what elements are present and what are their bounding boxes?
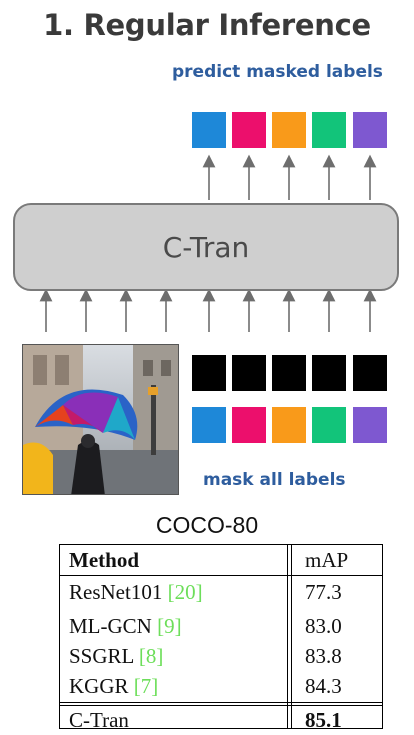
- c-tran-model-box: C-Tran: [13, 203, 399, 291]
- diagram-title: 1. Regular Inference: [43, 8, 371, 42]
- method-name: ResNet101: [69, 580, 163, 604]
- predict-masked-labels-text: predict masked labels: [172, 62, 383, 82]
- map-value: 83.8: [305, 644, 342, 668]
- method-name: SSGRL: [69, 644, 134, 668]
- table-row: ResNet101 [20] 77.3: [60, 577, 382, 607]
- map-value-best: 85.1: [305, 708, 342, 732]
- citation-ref: [8]: [138, 644, 164, 668]
- table-row: KGGR [7] 84.3: [60, 671, 382, 701]
- results-table: Method mAP ResNet101 [20] 77.3 ML-GCN [9…: [59, 544, 383, 732]
- final-rule: [60, 705, 382, 706]
- output-label-pink: [232, 112, 266, 148]
- table-row: SSGRL [8] 83.8: [60, 641, 382, 671]
- method-name: KGGR: [69, 674, 129, 698]
- table-row: ML-GCN [9] 83.0: [60, 611, 382, 641]
- method-name: C-Tran: [69, 708, 129, 732]
- mask-token: [192, 355, 226, 391]
- output-label-orange: [272, 112, 306, 148]
- column-divider: [287, 545, 292, 728]
- method-name: ML-GCN: [69, 614, 152, 638]
- output-label-purple: [353, 112, 387, 148]
- output-label-blue: [192, 112, 226, 148]
- citation-ref: [9]: [157, 614, 182, 638]
- mask-all-labels-text: mask all labels: [203, 470, 346, 490]
- input-label-orange: [272, 407, 306, 443]
- mask-token: [312, 355, 346, 391]
- street-umbrella-photo: [23, 345, 178, 494]
- c-tran-model-label: C-Tran: [162, 230, 250, 264]
- table-header-row: Method mAP: [60, 545, 382, 575]
- header-method: Method: [69, 548, 139, 572]
- map-value: 83.0: [305, 614, 342, 638]
- input-label-blue: [192, 407, 226, 443]
- final-rule: [60, 702, 382, 703]
- citation-ref: [20]: [167, 580, 203, 604]
- output-arrows: [202, 154, 377, 200]
- input-label-pink: [232, 407, 266, 443]
- header-map: mAP: [305, 548, 349, 572]
- arrows-layer: [39, 154, 377, 332]
- input-image: [22, 344, 179, 495]
- table-caption: COCO-80: [155, 512, 259, 538]
- map-value: 84.3: [305, 674, 342, 698]
- output-label-green: [312, 112, 346, 148]
- input-label-purple: [353, 407, 387, 443]
- mask-token: [272, 355, 306, 391]
- citation-ref: [7]: [133, 674, 159, 698]
- mask-token: [232, 355, 266, 391]
- table-row-final: C-Tran 85.1: [60, 705, 382, 735]
- header-rule: [60, 575, 382, 576]
- mask-token: [353, 355, 387, 391]
- input-arrows: [39, 288, 377, 332]
- input-label-green: [312, 407, 346, 443]
- map-value: 77.3: [305, 580, 342, 604]
